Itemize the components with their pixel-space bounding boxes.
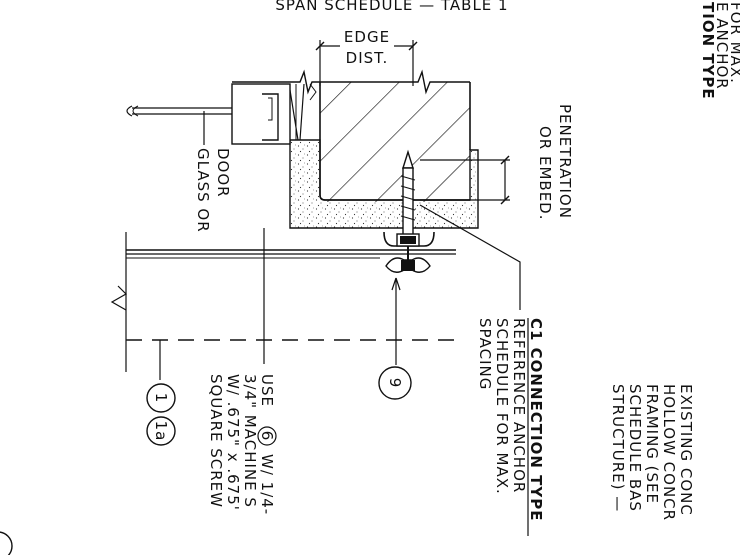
callout-9-label: 9	[386, 378, 404, 389]
grout-bed	[289, 139, 479, 229]
top-right-line-2: E ANCHOR	[713, 2, 731, 90]
anchor-screw	[383, 149, 435, 273]
top-right-line-1: TION TYPE	[699, 2, 717, 100]
penetration-label: PENETRATION OR EMBED.	[536, 104, 574, 221]
existing-line-1: EXISTING CONC	[677, 384, 695, 516]
callout-1a: 1a	[146, 416, 176, 446]
leader-lines	[159, 204, 521, 380]
callout-1: 1	[146, 383, 176, 413]
use-note: USE 6 W/ 1/4- 3/4" MACHINE S W/ .675" x …	[207, 374, 277, 515]
use-note-line-2: 3/4" MACHINE S	[241, 374, 259, 508]
callout-1a-label: 1a	[152, 421, 170, 442]
c1-connection-note: C1 CONNECTION TYPE REFERENCE ANCHOR SCHE…	[476, 318, 545, 536]
glass-label-line-1: GLASS OR	[194, 148, 212, 233]
use-note-callout	[257, 426, 277, 446]
partial-callout-circle	[0, 531, 13, 555]
use-note-callout-label: 6	[258, 431, 276, 442]
use-note-line-1b: W/ 1/4-	[258, 454, 276, 515]
glass-label-line-2: DOOR	[214, 148, 232, 198]
span-schedule-header: SPAN SCHEDULE — TABLE 1	[275, 0, 508, 14]
edge-dist-label-1: EDGE	[344, 28, 390, 46]
existing-line-4: SCHEDULE BAS	[626, 384, 644, 512]
existing-concrete-note: EXISTING CONC HOLLOW CONCR FRAMING (SEE …	[609, 384, 695, 521]
callout-1-label: 1	[152, 393, 170, 404]
top-right-line-3: FOR MAX.	[727, 2, 740, 84]
sill-frame	[110, 232, 460, 372]
use-note-line-3: W/ .675" x .675'	[224, 374, 242, 511]
existing-line-5: STRUCTURE) —	[609, 384, 627, 512]
penetration-dimension	[420, 155, 510, 205]
callout-9: 9	[378, 366, 412, 400]
penetration-line-1: PENETRATION	[556, 104, 574, 219]
top-right-note: TION TYPE E ANCHOR FOR MAX.	[699, 2, 740, 100]
edge-distance-dimension: EDGE DIST.	[315, 28, 418, 86]
use-note-line-4: SQUARE SCREW	[207, 374, 225, 508]
c1-line-2: SCHEDULE FOR MAX.	[493, 318, 511, 495]
glass-door-label: GLASS OR DOOR	[194, 148, 232, 233]
glass-door-frame	[126, 83, 317, 145]
c1-line-3: SPACING	[476, 318, 494, 390]
use-note-line-1: USE	[258, 374, 276, 407]
existing-line-3: FRAMING (SEE	[643, 384, 661, 504]
edge-dist-label-2: DIST.	[346, 49, 389, 67]
c1-line-1: REFERENCE ANCHOR	[510, 318, 528, 493]
c1-title: C1 CONNECTION TYPE	[527, 318, 545, 521]
penetration-line-2: OR EMBED.	[536, 126, 554, 221]
existing-line-2: HOLLOW CONCR	[660, 384, 678, 521]
